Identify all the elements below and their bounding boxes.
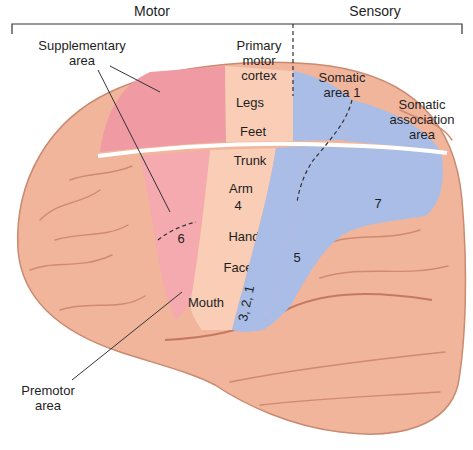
region-label: 4 [228, 198, 248, 213]
region-shape [100, 66, 226, 152]
region-heading: Somatic association area [382, 97, 462, 142]
region-heading: Somatic area 1 [311, 70, 373, 100]
region-shape [263, 146, 443, 330]
top-bracket [12, 24, 462, 34]
region-label: 6 [171, 231, 191, 246]
region-label: Legs [228, 95, 272, 110]
sulcus-line [320, 266, 448, 278]
sulcus-line [70, 166, 132, 180]
sulcus-line [260, 392, 440, 405]
region-label: Trunk [228, 153, 272, 168]
leader-line [110, 66, 160, 92]
region-label: Mouth [183, 295, 229, 310]
sulcus-line [40, 190, 100, 220]
surface-edge [98, 144, 447, 156]
sulcus-line [30, 255, 112, 270]
leader-line [72, 292, 182, 380]
callout-label: Supplementary area [32, 38, 132, 68]
section-heading: Motor [117, 3, 187, 19]
brain-outline [18, 62, 466, 434]
region-label: 5 [287, 250, 307, 265]
sulcus-line [55, 225, 128, 240]
leader-line [98, 70, 170, 212]
association-region: Somatic association area 5 7 [250, 90, 465, 340]
region-label: Feet [231, 124, 275, 139]
region-label: 7 [368, 196, 388, 211]
region-label: Arm [221, 181, 261, 196]
sulcus-line [60, 296, 145, 310]
boundary-dashed [158, 222, 196, 240]
callout-label: Premotor area [13, 383, 83, 413]
boundary-dashed [297, 100, 352, 202]
section-heading: Sensory [335, 3, 415, 19]
sulcus-line [230, 352, 445, 382]
region-heading: Primary motor cortex [229, 38, 289, 83]
divider-line [292, 24, 293, 96]
